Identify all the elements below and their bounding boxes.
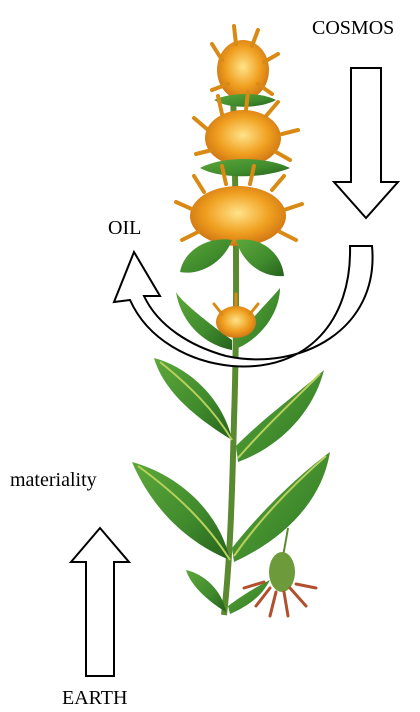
leaf-large-left-1 — [154, 358, 232, 440]
oil-curved-arrow — [114, 246, 373, 366]
leaf-large-right-2 — [232, 452, 330, 562]
flower-cluster-lower — [176, 166, 302, 246]
leaf-large-left-2 — [132, 462, 230, 560]
leaf-base-left — [186, 570, 226, 612]
label-cosmos: COSMOS — [312, 18, 394, 38]
label-earth: EARTH — [62, 688, 127, 708]
leaf-upper-left — [180, 239, 232, 272]
earth-arrow — [71, 528, 129, 676]
flower-cluster-top — [212, 26, 278, 107]
label-oil: OIL — [108, 218, 141, 238]
flower-cluster-middle — [194, 92, 298, 176]
cosmos-arrow — [334, 68, 398, 218]
leaf-upper-right — [236, 239, 284, 276]
label-materiality: materiality — [10, 470, 97, 490]
flower-cluster-small — [214, 294, 258, 338]
